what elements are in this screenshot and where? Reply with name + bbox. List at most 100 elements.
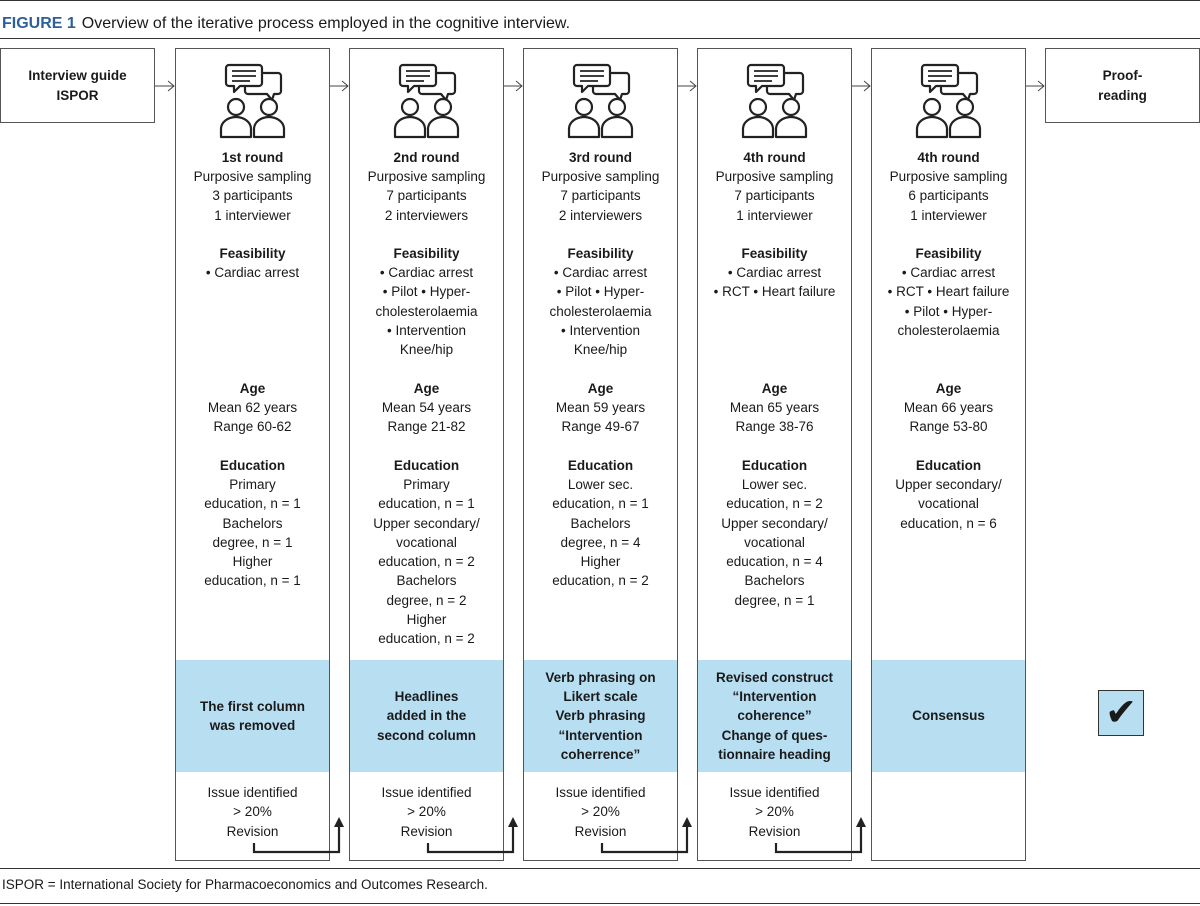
feasibility-line: • Cardiac arrest — [553, 265, 648, 280]
education-line: education, n = 4 — [726, 554, 823, 570]
issue-line: Issue identified — [729, 785, 820, 800]
revision-band: Consensus — [872, 660, 1025, 772]
band-line: “Intervention — [732, 689, 817, 705]
education-line: vocational — [744, 534, 805, 550]
end-box-line-1: Proof- — [1102, 67, 1143, 83]
issue-line: Revision — [748, 823, 801, 839]
feasibility-line: • Pilot • Hyper- — [904, 303, 993, 319]
round-heading: 4th round — [743, 150, 806, 165]
age-heading: Age — [935, 381, 962, 396]
education-line: Primary — [229, 477, 276, 492]
band-line: Likert scale — [563, 689, 638, 705]
feasibility-line: • Cardiac arrest — [901, 265, 996, 280]
feasibility-heading: Feasibility — [915, 246, 982, 261]
education-line: degree, n = 4 — [560, 534, 641, 550]
feasibility-line: cholesterolaemia — [549, 303, 652, 319]
age-line: Mean 65 years — [729, 400, 820, 415]
band-line: tionnaire heading — [718, 746, 831, 762]
sampling-line: Purposive sampling — [193, 169, 312, 184]
issue-section: Issue identified> 20%Revision — [350, 783, 503, 841]
discussion-icon — [567, 63, 634, 139]
checkmark-icon: ✔ — [1105, 692, 1137, 734]
sampling-line: 7 participants — [386, 188, 467, 204]
education-line: degree, n = 1 — [212, 534, 293, 550]
issue-line: Issue identified — [555, 785, 646, 800]
band-line: Change of ques- — [721, 727, 828, 743]
age-heading: Age — [761, 381, 788, 396]
band-line: Headlines — [394, 689, 459, 705]
feasibility-line: cholesterolaemia — [375, 303, 478, 319]
feasibility-line: • RCT • Heart failure — [887, 284, 1010, 300]
discussion-icon — [219, 63, 286, 139]
band-line: The first column — [199, 698, 305, 714]
feasibility-heading: Feasibility — [567, 246, 634, 261]
feasibility-line: • Cardiac arrest — [379, 265, 474, 280]
revision-arrow — [252, 817, 344, 854]
issue-line: Revision — [400, 823, 453, 839]
discussion-icon — [741, 63, 808, 139]
education-line: Upper secondary/ — [895, 477, 1002, 492]
education-line: Higher — [232, 554, 273, 570]
check-box: ✔ — [1098, 690, 1144, 736]
education-line: education, n = 1 — [552, 496, 649, 512]
feasibility-line: Knee/hip — [573, 342, 628, 358]
issue-section: Issue identified> 20%Revision — [698, 783, 851, 841]
education-line: Lower sec. — [567, 477, 634, 492]
education-line: degree, n = 1 — [734, 592, 815, 608]
education-line: vocational — [396, 534, 457, 550]
issue-line: > 20% — [581, 804, 620, 820]
band-line: coherence” — [737, 708, 812, 724]
education-heading: Education — [567, 458, 634, 473]
education-line: Upper secondary/ — [373, 515, 480, 531]
education-line: education, n = 2 — [378, 631, 475, 647]
figure-caption: Overview of the iterative process employ… — [81, 15, 571, 32]
band-line: Consensus — [912, 708, 985, 724]
feasibility-heading: Feasibility — [219, 246, 286, 261]
proofreading-box: Proof- reading — [1045, 48, 1200, 123]
education-heading: Education — [393, 458, 460, 473]
band-line: Verb phrasing on — [545, 669, 656, 685]
age-line: Range 60-62 — [213, 419, 292, 435]
issue-line: > 20% — [233, 804, 272, 820]
sampling-line: 2 interviewers — [384, 207, 469, 223]
issue-section: Issue identified> 20%Revision — [176, 783, 329, 841]
round-heading: 4th round — [917, 150, 980, 165]
feasibility-line: cholesterolaemia — [897, 322, 1000, 338]
start-box-line-2: ISPOR — [56, 87, 99, 103]
start-box-line-1: Interview guide — [28, 67, 127, 83]
discussion-icon — [393, 63, 460, 139]
discussion-icon-wrap — [734, 63, 816, 144]
education-line: education, n = 1 — [378, 496, 475, 512]
bottom-rule-2 — [0, 903, 1200, 904]
feasibility-section: • Cardiac arrest• RCT • Heart failure — [698, 263, 851, 302]
education-line: education, n = 2 — [378, 554, 475, 570]
age-line: Range 21-82 — [387, 419, 466, 435]
discussion-icon-wrap — [908, 63, 990, 144]
discussion-icon — [915, 63, 982, 139]
feasibility-section: • Cardiac arrest • RCT • Heart failure • P… — [872, 263, 1025, 340]
band-line: was removed — [209, 718, 296, 733]
education-line: education, n = 1 — [204, 573, 301, 589]
issue-section: Issue identified> 20%Revision — [524, 783, 677, 841]
round-heading: 1st round — [221, 150, 284, 165]
interview-guide-box: Interview guide ISPOR — [0, 48, 155, 123]
age-heading: Age — [239, 381, 266, 396]
feasibility-line: • Intervention — [560, 322, 641, 338]
